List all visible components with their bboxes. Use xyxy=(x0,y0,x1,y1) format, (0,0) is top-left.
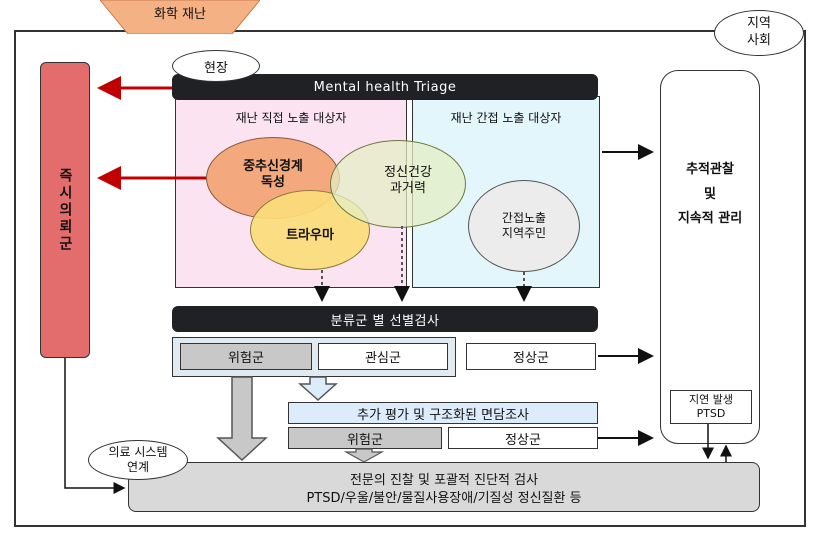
risk-group-2-label: 위험군 xyxy=(347,432,383,448)
risk-group-2-box: 위험군 xyxy=(288,427,442,449)
triage-title-label: Mental health Triage xyxy=(313,79,457,95)
chemical-disaster-label: 화학 재난 xyxy=(154,6,206,22)
delayed-ptsd-box: 지연 발생 PTSD xyxy=(670,390,752,424)
tracking-label: 추적관찰 및 지속적 관리 xyxy=(677,161,743,227)
normal-group-box: 정상군 xyxy=(466,343,596,370)
hollow-arrow-risk2 xyxy=(343,448,385,463)
community-label: 지역 사회 xyxy=(747,16,771,48)
normal-group-2-label: 정상군 xyxy=(505,432,541,448)
site-label: 현장 xyxy=(204,60,228,76)
further-eval-bar: 추가 평가 및 구조화된 면담조사 xyxy=(288,402,598,424)
community-frame xyxy=(14,30,806,527)
screening-bar: 분류군 별 선별검사 xyxy=(172,306,598,332)
direct-exposure-label: 재난 직접 노출 대상자 xyxy=(235,111,347,126)
toxicity-label: 중추신경계 독성 xyxy=(243,158,303,190)
immediate-referral-label: 즉시의뢰군 xyxy=(57,167,73,253)
immediate-referral-sidebar: 즉시의뢰군 xyxy=(40,62,90,358)
indirect-exposure-label: 재난 간접 노출 대상자 xyxy=(450,111,562,126)
concern-group-box: 관심군 xyxy=(318,343,448,370)
risk-group-box: 위험군 xyxy=(180,343,312,370)
medical-link-label: 의료 시스템 연계 xyxy=(108,445,168,474)
final-diagnosis-box xyxy=(128,462,760,512)
chemical-disaster-tab: 화학 재난 xyxy=(99,0,261,35)
normal-group-2-box: 정상군 xyxy=(448,427,598,449)
community-bubble: 지역 사회 xyxy=(714,10,804,56)
hollow-arrow-risk xyxy=(216,376,268,462)
delayed-ptsd-label: 지연 발생 PTSD xyxy=(689,393,733,420)
final-line2: PTSD/우울/불안/물질사용장애/기질성 정신질환 등 xyxy=(306,490,582,506)
indirect-residents-circle: 간접노출 지역주민 xyxy=(468,180,580,272)
arrow-referral-to-final xyxy=(64,358,126,494)
hollow-arrow-concern xyxy=(298,376,338,402)
risk-group-label: 위험군 xyxy=(228,351,264,366)
trauma-label: 트라우마 xyxy=(286,227,334,243)
mental-history-circle: 정신건강 과거력 xyxy=(330,140,466,228)
mental-history-label: 정신건강 과거력 xyxy=(384,164,432,196)
tracking-column xyxy=(660,70,760,444)
concern-group-label: 관심군 xyxy=(365,351,401,366)
further-eval-label: 추가 평가 및 구조화된 면담조사 xyxy=(356,407,529,423)
indirect-residents-label: 간접노출 지역주민 xyxy=(501,211,547,240)
screening-label: 분류군 별 선별검사 xyxy=(330,313,440,329)
medical-link-bubble: 의료 시스템 연계 xyxy=(88,440,188,480)
site-bubble: 현장 xyxy=(172,50,260,82)
normal-group-label: 정상군 xyxy=(513,351,549,366)
final-line1: 전문의 진찰 및 포괄적 진단적 검사 xyxy=(349,472,539,488)
